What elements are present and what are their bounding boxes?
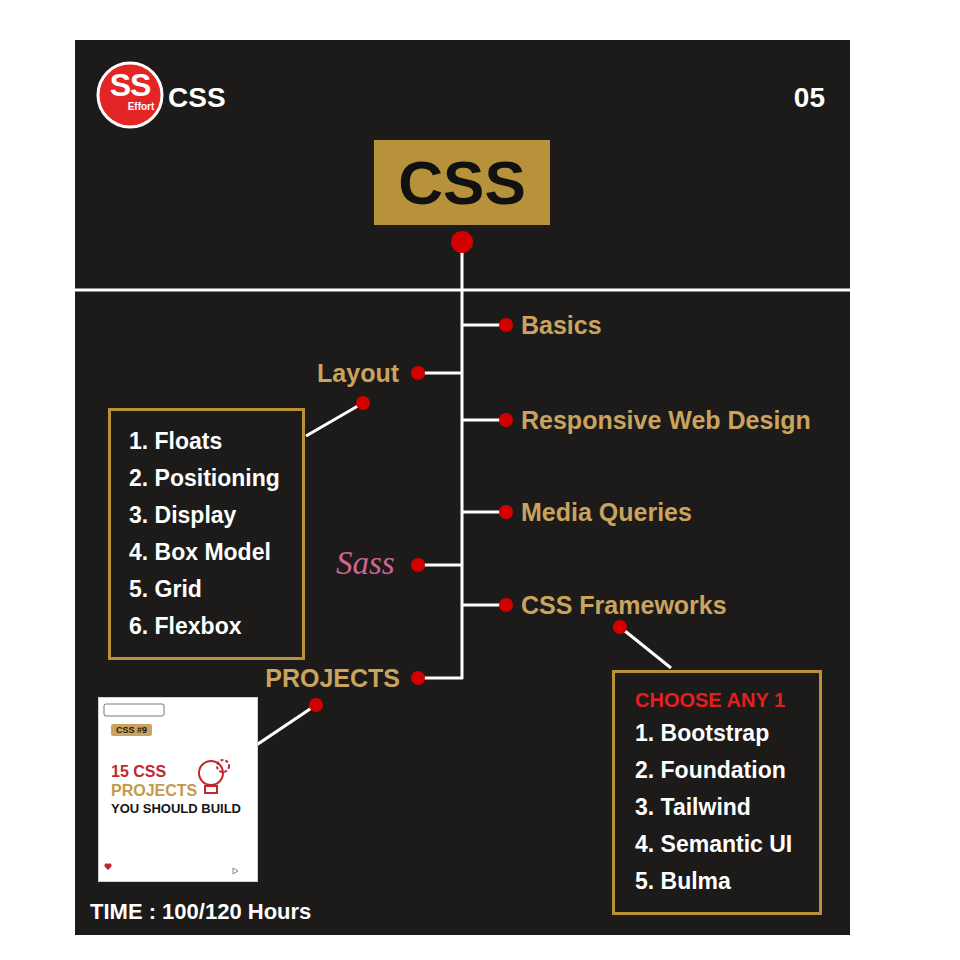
title-box: CSS — [374, 140, 550, 225]
node-text: 3. Tailwind — [635, 789, 799, 826]
node-text: CSS #9 — [111, 724, 152, 736]
node-text: 5. Bulma — [635, 863, 799, 900]
branch-line — [462, 511, 500, 514]
red-dot — [356, 396, 370, 410]
node-text: 15 CSS — [111, 762, 245, 781]
node-text: 4. Semantic UI — [635, 826, 799, 863]
leader-line — [306, 403, 363, 436]
branch-label: PROJECTS — [265, 663, 400, 693]
node-text: 4. Box Model — [129, 534, 284, 571]
time-note: TIME : 100/120 Hours — [90, 899, 311, 925]
logo-circle-fill — [98, 63, 162, 127]
logo-text: Effort — [128, 101, 155, 112]
projects-card: CSS #9 15 CSSPROJECTSYOU SHOULD BUILD — [98, 697, 258, 882]
node-text: 2. Foundation — [635, 752, 799, 789]
node-text: 5. Grid — [129, 571, 284, 608]
node-text: 3. Display — [129, 497, 284, 534]
mini-logo — [104, 704, 164, 716]
topic-list-box: 1. Floats2. Positioning3. Display4. Box … — [108, 408, 305, 660]
heart-icon — [104, 863, 111, 870]
branch-label: CSS Frameworks — [521, 590, 727, 620]
red-dot — [613, 620, 627, 634]
gear-icon — [217, 760, 229, 772]
branch-label: Media Queries — [521, 497, 692, 527]
page-number: 05 — [794, 81, 825, 115]
branch-label: Basics — [521, 310, 602, 340]
node-text: 6. Flexbox — [129, 608, 284, 645]
framework-list-box: CHOOSE ANY 11. Bootstrap2. Foundation3. … — [612, 670, 822, 915]
node-text: 1. Floats — [129, 423, 284, 460]
branch-label: Layout — [317, 358, 399, 388]
branch-label: Responsive Web Design — [521, 405, 811, 435]
node-text: CHOOSE ANY 1 — [635, 685, 799, 715]
red-dot — [451, 231, 473, 253]
red-dot — [411, 558, 425, 572]
bulb-base — [205, 786, 217, 793]
red-dot — [411, 366, 425, 380]
bulb-icon — [199, 761, 223, 785]
sass-logo: Sass — [336, 543, 395, 583]
node-text: PROJECTS — [111, 781, 245, 800]
leader-line — [249, 705, 316, 750]
red-dot — [499, 598, 513, 612]
logo-text: SS — [110, 69, 151, 101]
title-text: CSS — [396, 140, 528, 225]
red-dot — [309, 698, 323, 712]
red-dot — [499, 318, 513, 332]
node-text: 2. Positioning — [129, 460, 284, 497]
leader-line — [620, 627, 671, 668]
trunk-line — [461, 242, 464, 679]
branch-line — [462, 604, 500, 607]
red-dot — [499, 505, 513, 519]
red-dot — [499, 413, 513, 427]
node-text: 1. Bootstrap — [635, 715, 799, 752]
header-text: CSS — [168, 81, 226, 115]
branch-line — [462, 324, 500, 327]
play-icon — [233, 868, 238, 874]
branch-line — [462, 419, 500, 422]
red-dot — [411, 671, 425, 685]
logo-circle: SSEffort — [96, 61, 164, 129]
node-text: YOU SHOULD BUILD — [111, 800, 245, 817]
